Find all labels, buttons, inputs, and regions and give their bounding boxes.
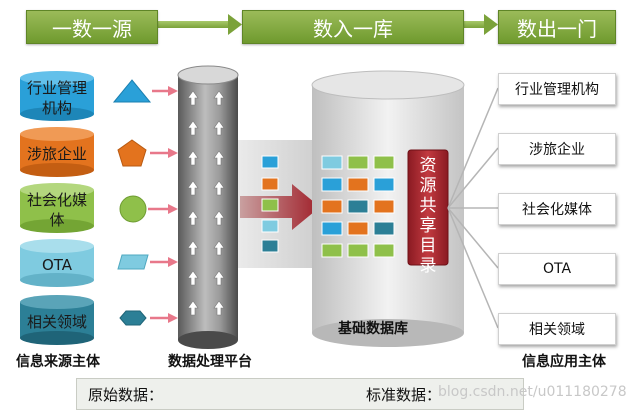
output-box-5: 相关领域 <box>498 313 616 345</box>
circle-icon <box>119 195 147 223</box>
database-records-grid <box>321 155 395 258</box>
source-cylinder-4 <box>20 239 94 287</box>
source-label-4: OTA <box>41 256 73 274</box>
directory-to-output-lines <box>447 87 499 329</box>
parallelogram-icon <box>117 254 149 270</box>
upload-arrows <box>187 90 225 316</box>
source-label-3: 社会化媒体 <box>26 191 87 229</box>
source-to-platform-arrows <box>148 86 178 323</box>
source-subject-label: 信息来源主体 <box>16 354 100 370</box>
processing-platform-cylinder <box>177 65 239 349</box>
legend-bar <box>76 378 524 410</box>
source-cylinder-2 <box>20 127 94 177</box>
base-database-label: 基础数据库 <box>338 321 408 337</box>
stage-one-source: 一数一源 <box>26 10 158 44</box>
legend-standard-label: 标准数据： <box>366 386 442 404</box>
hexagon-icon <box>119 310 147 326</box>
transfer-arrow <box>240 184 320 230</box>
output-box-3: 社会化媒体 <box>498 193 616 225</box>
source-label-2: 涉旅企业 <box>26 145 87 163</box>
triangle-icon <box>112 79 152 103</box>
application-subject-label: 信息应用主体 <box>522 354 606 370</box>
stage-flow-arrows <box>158 14 498 35</box>
source-label-5: 相关领域 <box>26 313 87 331</box>
source-cylinder-1 <box>20 71 94 121</box>
legend-raw-label: 原始数据： <box>88 386 164 404</box>
watermark: blog.csdn.net/u011180278 <box>438 384 627 400</box>
processing-platform-label: 数据处理平台 <box>168 354 252 370</box>
output-box-1: 行业管理机构 <box>498 73 616 105</box>
source-label-1: 行业管理机构 <box>26 79 87 117</box>
source-cylinder-5 <box>20 295 94 345</box>
output-box-4: OTA <box>498 253 616 285</box>
source-cylinder-3 <box>20 183 94 233</box>
standard-data-blocks <box>261 155 279 253</box>
resource-directory-label: 资源共享目录 <box>419 156 437 276</box>
pentagon-icon <box>117 139 147 167</box>
stage-one-database: 数入一库 <box>242 10 464 44</box>
stage-one-gateway: 数出一门 <box>498 10 616 44</box>
output-box-2: 涉旅企业 <box>498 133 616 165</box>
